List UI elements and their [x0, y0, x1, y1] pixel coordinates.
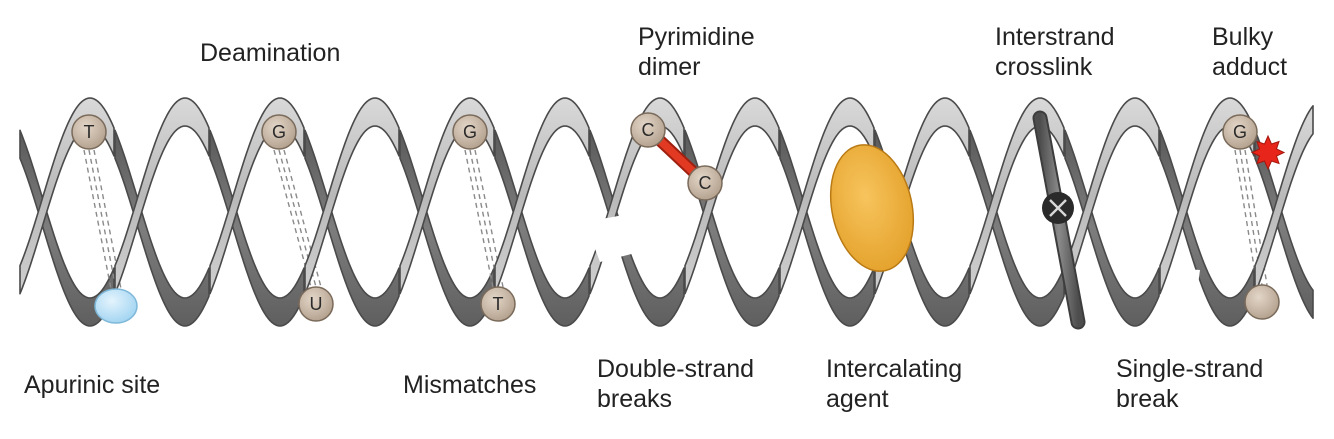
ribbon-segment-a	[1064, 129, 1160, 327]
svg-text:C: C	[642, 120, 655, 140]
ribbon-segment-b	[114, 97, 210, 295]
ribbon-segment-a	[399, 97, 495, 295]
ribbon-segment-a	[19, 97, 115, 295]
ribbon-segment-a	[114, 129, 210, 327]
ribbon-segment-b	[684, 97, 780, 295]
base-dimer-lower: C	[687, 165, 723, 201]
base-apurinic-top: T	[71, 114, 107, 150]
hydrogen-bond	[1239, 149, 1263, 286]
label-deamination: Deamination	[200, 39, 341, 67]
front-strand	[19, 97, 1314, 295]
ribbon-segment-a	[304, 129, 400, 327]
hydrogen-bond	[88, 149, 117, 290]
svg-text:G: G	[1233, 122, 1247, 142]
hydrogen-bond	[83, 149, 112, 290]
hydrogen-bond	[1234, 149, 1258, 286]
ribbon-segment-b	[779, 129, 875, 327]
ribbon-segment-a	[684, 129, 780, 327]
label-single-strand-break: Single-strand break	[1116, 355, 1264, 413]
base-deamination-bottom: U	[298, 286, 334, 322]
ribbon-segment-a	[969, 97, 1065, 295]
intercalating-agent-ellipse	[829, 144, 915, 272]
label-apurinic-site: Apurinic site	[24, 371, 161, 399]
back-strand	[19, 129, 1314, 327]
ribbon-segment-a	[494, 129, 590, 327]
base-adduct-bottom	[1244, 284, 1280, 320]
svg-text:T: T	[84, 122, 95, 142]
ribbon-segment-b	[1254, 105, 1314, 295]
label-mismatches: Mismatches	[403, 371, 537, 399]
base-adduct-top: G	[1222, 114, 1258, 150]
bulky-adduct-star	[1250, 134, 1286, 171]
double-strand-break-gap	[585, 212, 655, 262]
hydrogen-bond	[1244, 149, 1268, 286]
label-double-strand-breaks: Double-strand breaks	[597, 355, 755, 413]
svg-text:G: G	[272, 122, 286, 142]
hydrogen-bond	[469, 149, 499, 288]
ribbon-segment-b	[969, 129, 1065, 327]
base-mismatch-bottom: T	[480, 286, 516, 322]
ribbon-segment-b	[494, 97, 590, 295]
ribbon-segment-b	[1064, 97, 1160, 295]
ribbon-segment-a	[209, 97, 305, 295]
svg-text:T: T	[493, 294, 504, 314]
ribbon-segment-b	[304, 97, 400, 295]
label-pyrimidine-dimer: Pyrimidine dimer	[638, 23, 755, 81]
label-interstrand-crosslink: Interstrand crosslink	[995, 23, 1115, 81]
base-mismatch-top: G	[452, 114, 488, 150]
svg-text:U: U	[310, 294, 323, 314]
label-bulky-adduct: Bulky adduct	[1212, 23, 1288, 81]
interstrand-crosslink-rod	[1032, 110, 1086, 330]
single-strand-break-gap	[1168, 268, 1200, 300]
apurinic-site-bubble	[94, 288, 138, 324]
label-intercalating-agent: Intercalating agent	[826, 355, 963, 413]
svg-text:G: G	[463, 122, 477, 142]
svg-text:C: C	[699, 173, 712, 193]
base-deamination-top: G	[261, 114, 297, 150]
base-dimer-upper: C	[630, 112, 666, 148]
